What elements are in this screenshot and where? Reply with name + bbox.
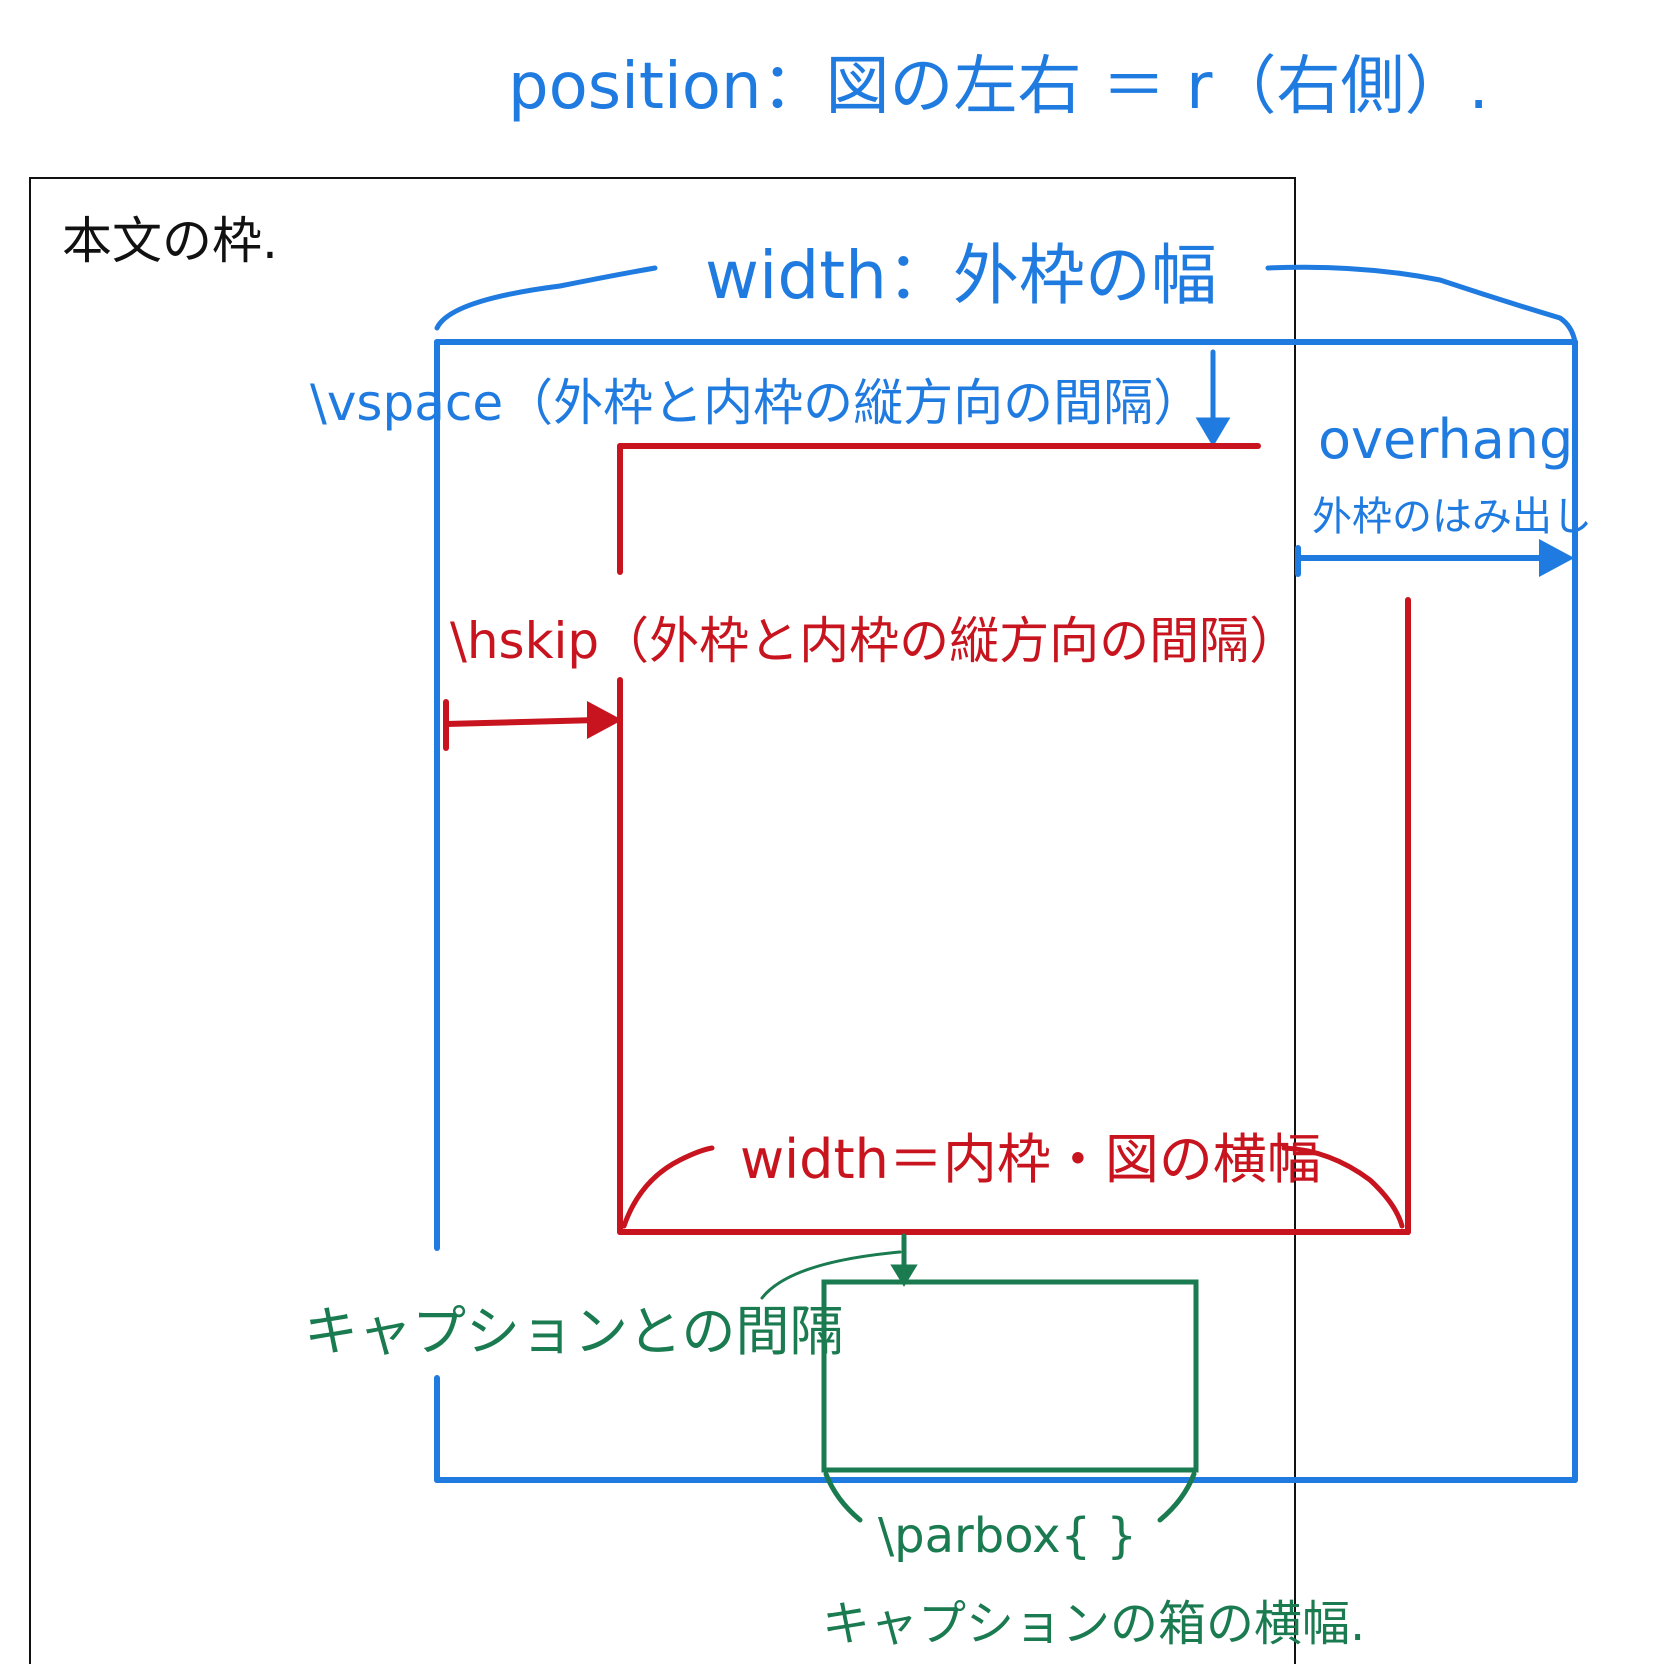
caption-gap-arrow-head (890, 1264, 918, 1287)
parbox-label: \parbox{ } (878, 1508, 1137, 1564)
position-label: position：図の左右 ＝ r（右側）. (508, 50, 1489, 124)
overhang-arrow-head (1539, 538, 1575, 578)
inner-width-brace-left (621, 1145, 715, 1229)
parbox-brace (823, 1471, 1197, 1523)
vspace-arrow-head (1195, 417, 1231, 447)
inner-frame (617, 443, 1411, 1235)
outer-width-label: width：外枠の幅 (705, 237, 1217, 314)
caption-gap-leader (760, 1250, 902, 1300)
caption-gap-pointer (760, 1233, 918, 1300)
outer-width-brace (434, 264, 1578, 345)
parbox-brace-left (823, 1471, 863, 1523)
overhang-description: 外枠のはみ出し (1312, 494, 1592, 540)
hskip-label: \hskip（外枠と内枠の縦方向の間隔） (450, 612, 1299, 670)
inner-width-brace-right (1281, 1145, 1405, 1229)
outer-width-brace-left (434, 265, 658, 331)
parbox-description: キャプションの箱の横幅. (822, 1596, 1365, 1652)
vspace-arrow (1195, 349, 1231, 447)
vspace-label: \vspace（外枠と内枠の縦方向の間隔） (310, 374, 1203, 432)
caption-gap-label: キャプションとの間隔 (304, 1300, 843, 1363)
outer-frame (434, 339, 1578, 1483)
inner-width-label: width＝内枠・図の横幅 (740, 1128, 1321, 1191)
outer-width-brace-right (1265, 264, 1578, 345)
hskip-arrow (443, 699, 623, 751)
overhang-arrow (1295, 538, 1575, 578)
caption-box (821, 1279, 1199, 1473)
inner-width-brace (621, 1145, 1405, 1229)
overhang-label: overhang (1318, 408, 1573, 471)
hskip-arrow-shaft (443, 717, 601, 727)
parbox-brace-right (1157, 1471, 1197, 1523)
page-text-frame (29, 177, 1296, 1664)
hskip-arrow-head (587, 700, 623, 740)
page-frame-label: 本文の枠. (62, 212, 278, 270)
